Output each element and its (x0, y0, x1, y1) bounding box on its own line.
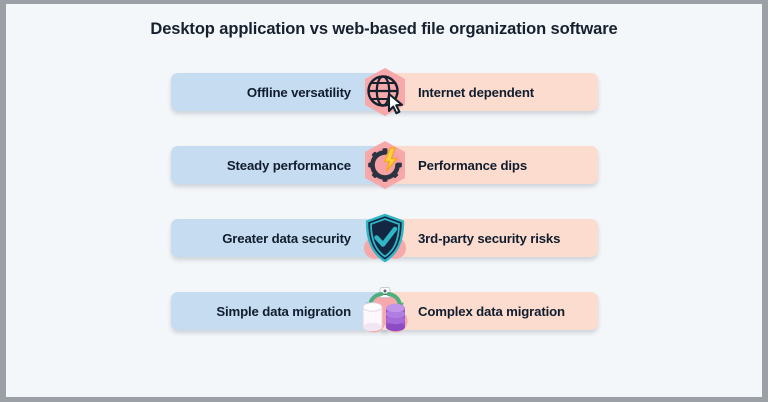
comparison-row: Greater data security 3rd-party security… (171, 213, 598, 263)
row-left-label: Steady performance (226, 157, 351, 173)
row-right-bar: 3rd-party security risks (382, 219, 598, 257)
gear-lightning-icon (357, 137, 413, 193)
row-right-label: Internet dependent (418, 84, 534, 100)
comparison-row: Offline versatility Internet dependent (171, 68, 598, 116)
row-left-label: Greater data security (222, 230, 351, 246)
shield-check-icon (357, 210, 413, 266)
row-right-bar: Performance dips (382, 146, 598, 184)
row-left-bar: Steady performance (171, 146, 387, 184)
row-right-bar: Internet dependent (382, 73, 598, 111)
row-right-label: Complex data migration (418, 303, 565, 319)
row-left-label: Offline versatility (246, 84, 351, 100)
globe-cursor-icon (357, 64, 413, 120)
row-left-bar: Simple data migration (171, 292, 387, 330)
infographic-canvas: Desktop application vs web-based file or… (6, 4, 762, 397)
row-left-bar: Offline versatility (171, 73, 387, 111)
comparison-row: Steady performance Performance dips (171, 141, 598, 189)
row-left-bar: Greater data security (171, 219, 387, 257)
row-left-label: Simple data migration (216, 303, 351, 319)
page-title: Desktop application vs web-based file or… (150, 20, 618, 38)
database-migration-icon (357, 283, 413, 339)
row-right-label: Performance dips (418, 157, 527, 173)
row-right-bar: Complex data migration (382, 292, 598, 330)
row-right-label: 3rd-party security risks (418, 230, 561, 246)
comparison-row: Simple data migration Complex data migra… (171, 286, 598, 333)
